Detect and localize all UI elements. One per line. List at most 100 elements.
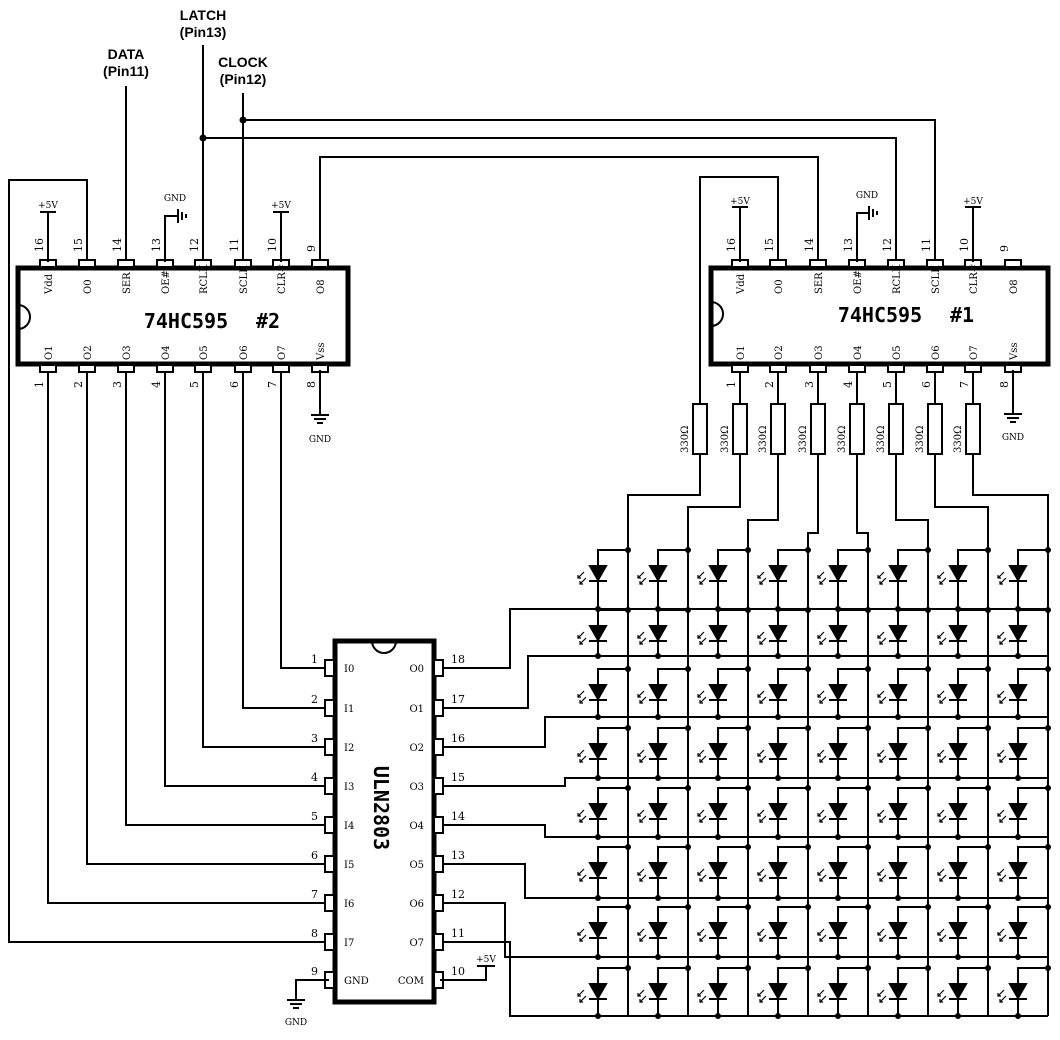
led-anode-wire: [957, 549, 988, 566]
led: [697, 904, 751, 960]
led-matrix: [577, 547, 1051, 1019]
led: [817, 904, 871, 960]
led-anode-wire: [957, 727, 988, 744]
sr2-pin-label: SCLK: [239, 265, 250, 294]
shift-register-2-name: 74HC595: [144, 309, 228, 333]
sr2-pin-pad-7: [272, 364, 290, 373]
led-light-arrow: [579, 755, 587, 763]
row-junction-dot: [655, 834, 661, 840]
led-light-arrow-head: [637, 872, 641, 876]
led-light-arrow: [699, 755, 707, 763]
led-light-arrow-head: [759, 759, 763, 763]
led-light-arrow-head: [757, 813, 761, 817]
column-junction-dot: [865, 904, 871, 910]
led: [697, 965, 751, 1019]
led-light-arrow-head: [697, 753, 701, 757]
led-light-arrow-head: [819, 878, 823, 882]
clock-signal-label: CLOCK (Pin12): [218, 54, 268, 87]
led-anode-wire: [717, 967, 748, 984]
led-light-arrow-head: [877, 872, 881, 876]
led-light-arrow-head: [939, 700, 943, 704]
clock-junction: [239, 116, 247, 124]
sr1-pin-number: 7: [958, 381, 971, 388]
sr1-pin-number: 12: [881, 238, 894, 252]
led-light-arrow: [937, 631, 945, 639]
sr1-pin-number: 8: [998, 381, 1011, 388]
led: [937, 547, 991, 612]
led-light-arrow: [757, 868, 765, 876]
led-light-arrow: [817, 749, 825, 757]
row-junction-dot: [595, 653, 601, 659]
uln-right-pin-number: 14: [451, 810, 465, 823]
led-anode-wire: [657, 846, 688, 863]
led: [697, 666, 751, 720]
led: [757, 904, 811, 960]
row-junction-dot: [1015, 834, 1021, 840]
led-light-arrow: [817, 631, 825, 639]
led-light-arrow-head: [877, 813, 881, 817]
sr1-pin-pad-15: [769, 259, 787, 268]
uln-right-pin-number: 12: [451, 888, 465, 901]
sr2-pin-number: 9: [305, 245, 318, 252]
led: [997, 785, 1051, 840]
led-anode-wire: [837, 609, 868, 626]
led: [997, 666, 1051, 720]
shift-register-2-pins: 16Vdd1O115O02O214SER3O313OE#4O412RCLK5O5…: [33, 238, 329, 388]
uln-right-pin-number: 17: [451, 693, 465, 706]
row-junction-dot: [655, 1013, 661, 1019]
led-light-arrow-head: [819, 700, 823, 704]
led-anode-wire: [897, 787, 928, 804]
led-light-arrow-head: [759, 641, 763, 645]
column-junction-dot: [805, 844, 811, 850]
uln-left-pin-pad: [324, 738, 335, 756]
row-junction-dot: [955, 653, 961, 659]
led-diode-body: [588, 684, 608, 702]
led-light-arrow-head: [639, 878, 643, 882]
led-light-arrow-head: [877, 932, 881, 936]
led: [997, 965, 1051, 1019]
led-light-arrow: [997, 928, 1005, 936]
led-light-arrow: [939, 637, 947, 645]
led-diode-body: [768, 862, 788, 880]
row-junction-dot: [835, 834, 841, 840]
led-light-arrow: [759, 815, 767, 823]
led-light-arrow: [819, 755, 827, 763]
column-junction-dot: [625, 725, 631, 731]
led-diode-body: [888, 803, 908, 821]
led-light-arrow: [697, 631, 705, 639]
sr1-pin-label: RCLK: [892, 264, 903, 294]
sr1-pin-label: SCLK: [931, 265, 942, 294]
sr2-pin-number: 10: [266, 238, 279, 252]
row-junction-dot: [715, 714, 721, 720]
led-light-arrow: [759, 577, 767, 585]
row-junction-dot: [1015, 775, 1021, 781]
led-diode-body: [648, 803, 668, 821]
row-junction-dot: [655, 954, 661, 960]
led-diode-body: [708, 625, 728, 643]
sr1-pin-number: 11: [920, 238, 933, 252]
led-light-arrow: [759, 995, 767, 1003]
led-light-arrow-head: [999, 819, 1003, 823]
led-diode-body: [888, 922, 908, 940]
sr2-pin-label: SER: [122, 272, 133, 294]
led-light-arrow: [637, 868, 645, 876]
led-light-arrow: [817, 928, 825, 936]
sr1-pin-label: Vss: [1009, 343, 1020, 362]
uln-right-pin-label: O0: [409, 664, 424, 675]
shift-register-2-tag: #2: [256, 309, 280, 333]
led-light-arrow-head: [999, 999, 1003, 1003]
column-bus-wire: [934, 454, 989, 1016]
led-diode-body: [648, 862, 668, 880]
led-diode-body: [828, 565, 848, 583]
uln-left-pin-number: 8: [311, 927, 318, 940]
led-light-arrow-head: [999, 938, 1003, 942]
sr2-pin-pad-3: [117, 364, 135, 373]
uln-left-pin-pad: [324, 855, 335, 873]
led-light-arrow-head: [579, 819, 583, 823]
sr1-pin-label: O6: [931, 345, 942, 360]
led-light-arrow-head: [939, 819, 943, 823]
sr1-pin-label: O1: [736, 345, 747, 360]
led: [577, 844, 631, 901]
led-light-arrow: [879, 637, 887, 645]
sr2-pin-pad-11: [234, 259, 252, 268]
